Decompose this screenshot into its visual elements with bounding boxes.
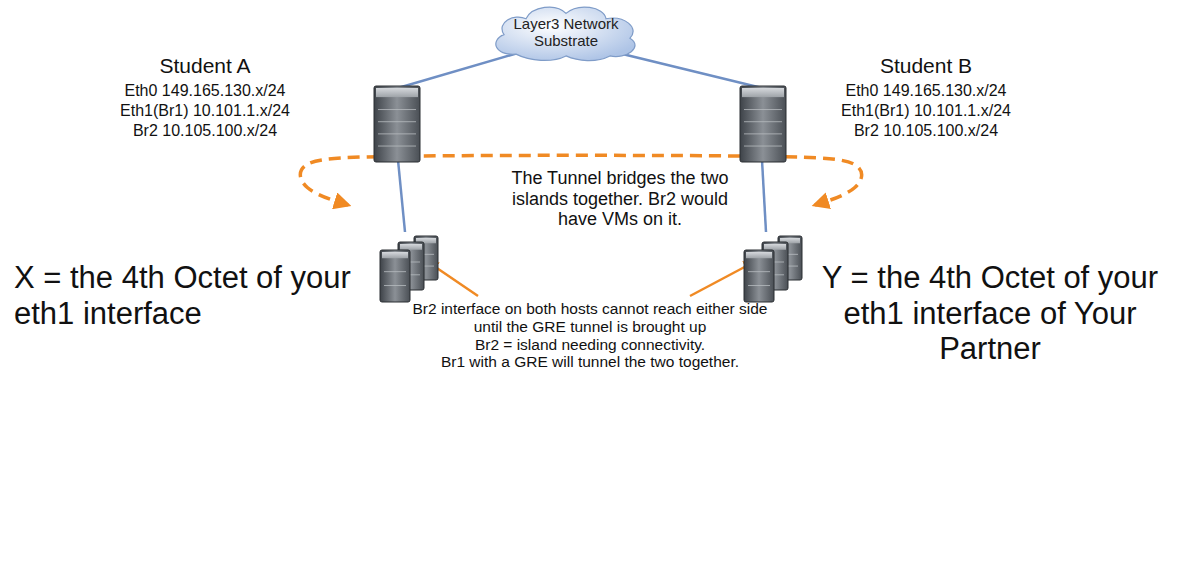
bottom-note: Br1 with a GRE will tunnel the two toget… — [400, 353, 780, 371]
host-servers — [374, 86, 786, 162]
interface-address: Br2 10.105.100.x/24 — [85, 122, 325, 140]
server-body — [744, 250, 774, 302]
cloud-shape: Layer3 Network Substrate — [486, 1, 646, 63]
interface-address: Eth1(Br1) 10.101.1.x/24 — [85, 102, 325, 120]
server-bay — [400, 244, 422, 250]
interface-address: Eth0 149.165.130.x/24 — [806, 82, 1046, 100]
variable-note: Y = the 4th Octet of your eth1 interface… — [795, 260, 1185, 367]
server-bay — [746, 252, 772, 258]
server-slot — [384, 271, 406, 272]
server-bay — [376, 88, 418, 97]
network-link — [762, 160, 766, 232]
bottom-note: Br2 = island needing connectivity. — [400, 336, 780, 354]
server-slot — [378, 121, 416, 122]
server-slot — [748, 285, 770, 286]
server-bay — [764, 244, 786, 250]
host-title: Student A — [85, 54, 325, 78]
vm-islands — [380, 236, 802, 302]
network-link — [606, 50, 762, 88]
server-bay — [382, 252, 408, 258]
network-link — [398, 50, 528, 88]
network-link — [398, 160, 405, 232]
server-slot — [378, 146, 416, 147]
interface-address: Eth1(Br1) 10.101.1.x/24 — [806, 102, 1046, 120]
server-body — [740, 86, 786, 162]
tunnel-note: The Tunnel bridges the two islands toget… — [495, 168, 745, 230]
server-body — [380, 250, 410, 302]
cloud-label: Layer3 Network Substrate — [486, 15, 646, 50]
server-bay — [742, 88, 784, 97]
host-title: Student B — [806, 54, 1046, 78]
server-slot — [744, 121, 782, 122]
variable-note: X = the 4th Octet of your eth1 interface — [14, 260, 364, 331]
server-slot — [378, 109, 416, 110]
server-slot — [378, 133, 416, 134]
interface-address: Eth0 149.165.130.x/24 — [85, 82, 325, 100]
server-slot — [744, 146, 782, 147]
server-slot — [744, 109, 782, 110]
server-slot — [744, 133, 782, 134]
server-body — [374, 86, 420, 162]
server-slot — [748, 271, 770, 272]
bottom-note: Br2 interface on both hosts cannot reach… — [400, 300, 780, 336]
server-slot — [384, 285, 406, 286]
interface-address: Br2 10.105.100.x/24 — [806, 122, 1046, 140]
